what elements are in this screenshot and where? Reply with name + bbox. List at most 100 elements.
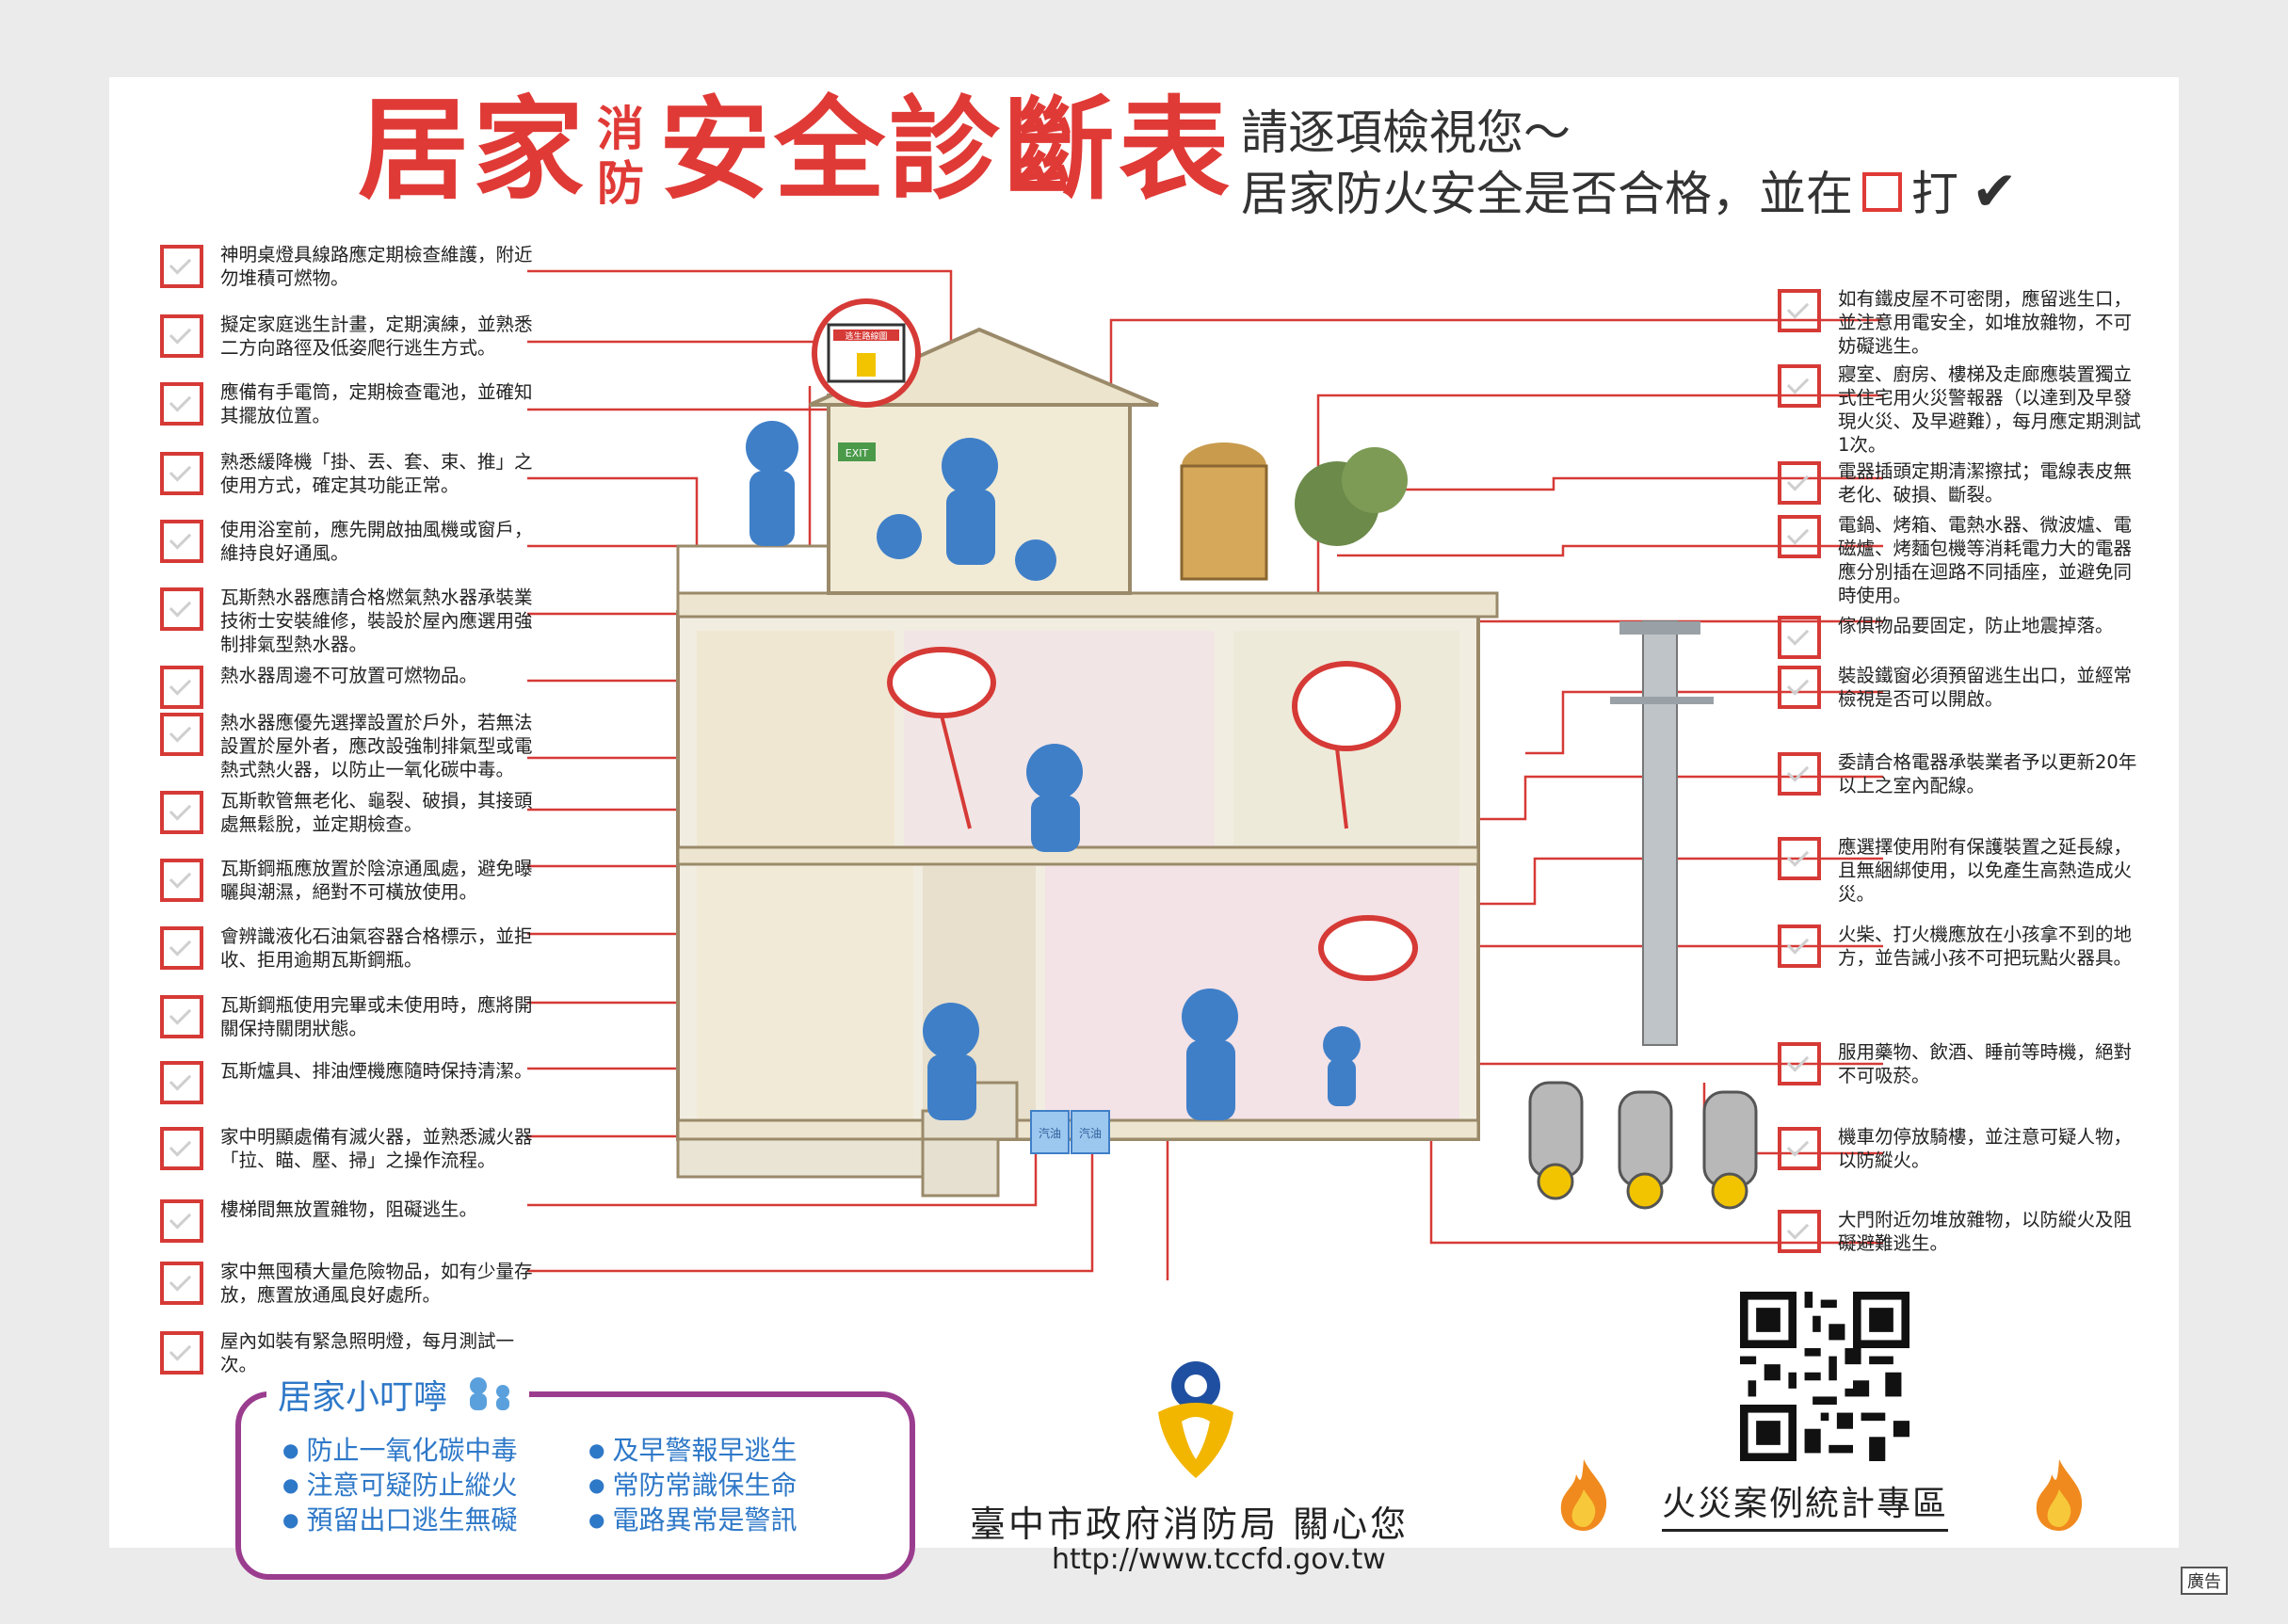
checklist-item[interactable]: 傢俱物品要固定，防止地震掉落。	[1778, 614, 2149, 659]
checkbox[interactable]	[160, 666, 203, 709]
house-illustration: 逃生路線圖 EXIT 汽油 汽油	[527, 269, 1883, 1280]
checklist-item[interactable]: 使用浴室前，應先開啟抽風機或窗戶，維持良好通風。	[160, 518, 545, 565]
item-text: 委請合格電器承裝業者予以更新20年以上之室內配線。	[1838, 751, 2137, 796]
checklist-item[interactable]: 電鍋、烤箱、電熱水器、微波爐、電磁爐、烤麵包機等消耗電力大的電器應分別插在迴路不…	[1778, 513, 2149, 607]
checklist-item[interactable]: 服用藥物、飲酒、睡前等時機，絕對不可吸菸。	[1778, 1040, 2149, 1087]
bucket-label-1: 汽油	[1039, 1126, 1061, 1140]
checkbox[interactable]	[160, 245, 203, 288]
checklist-item[interactable]: 瓦斯軟管無老化、龜裂、破損，其接頭處無鬆脫，並定期檢查。	[160, 789, 545, 836]
checkbox[interactable]	[1778, 616, 1821, 659]
checklist-item[interactable]: 應備有手電筒，定期檢查電池，並確知其擺放位置。	[160, 380, 545, 427]
checkbox[interactable]	[160, 382, 203, 426]
checkbox[interactable]	[1778, 752, 1821, 796]
item-text: 屋內如裝有緊急照明燈，每月測試一次。	[220, 1330, 515, 1375]
exit-sign	[838, 442, 876, 461]
tip-text: 預留出口逃生無礙	[306, 1504, 518, 1536]
checklist-item[interactable]: 屋內如裝有緊急照明燈，每月測試一次。	[160, 1329, 545, 1376]
item-text: 應備有手電筒，定期檢查電池，並確知其擺放位置。	[220, 381, 533, 426]
checklist-item[interactable]: 如有鐵皮屋不可密閉，應留逃生口，並注意用電安全，如堆放雜物，不可妨礙逃生。	[1778, 287, 2149, 358]
checkbox[interactable]	[1778, 1210, 1821, 1253]
checkbox[interactable]	[1778, 461, 1821, 505]
checkbox[interactable]	[1778, 1042, 1821, 1085]
checklist-item[interactable]: 寢室、廚房、樓梯及走廊應裝置獨立式住宅用火災警報器（以達到及早發現火災、及早避難…	[1778, 362, 2149, 457]
tip-item: ●常防常識保生命	[588, 1470, 798, 1501]
item-text: 熱水器應優先選擇設置於戶外，若無法設置於屋外者，應改設強制排氣型或電熱式熱火器，…	[220, 712, 533, 780]
checkbox[interactable]	[1778, 837, 1821, 880]
title-part1: 居家	[358, 84, 588, 215]
checklist-item[interactable]: 火柴、打火機應放在小孩拿不到的地方，並告誡小孩不可把玩點火器具。	[1778, 923, 2149, 970]
fire-stats-link[interactable]: 火災案例統計專區	[1662, 1476, 1949, 1532]
item-text: 傢俱物品要固定，防止地震掉落。	[1838, 615, 2114, 636]
checkbox[interactable]	[160, 1127, 203, 1170]
item-text: 如有鐵皮屋不可密閉，應留逃生口，並注意用電安全，如堆放雜物，不可妨礙逃生。	[1838, 288, 2133, 357]
title-small-text: 消防	[597, 101, 644, 211]
checklist-item[interactable]: 瓦斯鋼瓶應放置於陰涼通風處，避免曝曬與潮濕，絕對不可橫放使用。	[160, 857, 545, 904]
checkbox[interactable]	[1778, 666, 1821, 709]
checkbox[interactable]	[160, 520, 203, 563]
checkbox[interactable]	[160, 314, 203, 358]
checkbox[interactable]	[160, 452, 203, 495]
checklist-item[interactable]: 神明桌燈具線路應定期檢查維護，附近勿堆積可燃物。	[160, 243, 545, 290]
item-text: 瓦斯熱水器應請合格燃氣熱水器承裝業技術士安裝維修，裝設於屋內應選用強制排氣型熱水…	[220, 587, 533, 655]
checkbox[interactable]	[160, 859, 203, 902]
website-link[interactable]: http://www.tccfd.gov.tw	[1052, 1543, 1386, 1576]
item-text: 火柴、打火機應放在小孩拿不到的地方，並告誡小孩不可把玩點火器具。	[1838, 924, 2133, 969]
item-text: 電器插頭定期清潔擦拭；電線表皮無老化、破損、斷裂。	[1838, 460, 2133, 506]
subtitle-line2-post: 打	[1911, 167, 1958, 221]
checkbox[interactable]	[1778, 364, 1821, 408]
checklist-item[interactable]: 瓦斯鋼瓶使用完畢或未使用時，應將開關保持關閉狀態。	[160, 993, 545, 1040]
item-text: 會辨識液化石油氣容器合格標示，並拒收、拒用逾期瓦斯鋼瓶。	[220, 925, 533, 971]
checklist-item[interactable]: 瓦斯爐具、排油煙機應隨時保持清潔。	[160, 1059, 545, 1104]
tip-item: ●注意可疑防止縱火	[282, 1470, 518, 1501]
checklist-item[interactable]: 機車勿停放騎樓，並注意可疑人物，以防縱火。	[1778, 1125, 2149, 1172]
tip-text: 防止一氧化碳中毒	[306, 1435, 518, 1466]
item-text: 應選擇使用附有保護裝置之延長線，且無綑綁使用，以免產生高熱造成火災。	[1838, 836, 2133, 905]
checklist-item[interactable]: 熱水器應優先選擇設置於戶外，若無法設置於屋外者，應改設強制排氣型或電熱式熱火器，…	[160, 711, 545, 781]
checkbox[interactable]	[160, 1262, 203, 1305]
checklist-item[interactable]: 擬定家庭逃生計畫，定期演練，並熟悉二方向路徑及低姿爬行逃生方式。	[160, 313, 545, 360]
rooftop-objects	[1180, 442, 1408, 581]
checkbox[interactable]	[1778, 1127, 1821, 1170]
item-text: 熱水器周邊不可放置可燃物品。	[220, 665, 478, 686]
checklist-item[interactable]: 家中無囤積大量危險物品，如有少量存放，應置放通風良好處所。	[160, 1260, 545, 1307]
subtitle-line1: 請逐項檢視您～	[1241, 105, 1571, 160]
checklist-item[interactable]: 樓梯間無放置雜物，阻礙逃生。	[160, 1198, 545, 1243]
fire-icon	[2036, 1459, 2083, 1531]
fire-department-logo	[1158, 1361, 1233, 1478]
checklist-item[interactable]: 應選擇使用附有保護裝置之延長線，且無綑綁使用，以免產生高熱造成火災。	[1778, 835, 2149, 906]
checklist-item[interactable]: 會辨識液化石油氣容器合格標示，並拒收、拒用逾期瓦斯鋼瓶。	[160, 925, 545, 972]
checklist-item[interactable]: 熱水器周邊不可放置可燃物品。	[160, 664, 545, 709]
checklist-item[interactable]: 熟悉緩降機「掛、丟、套、束、推」之使用方式，確定其功能正常。	[160, 450, 545, 497]
checkmark-icon: ✔	[1972, 159, 2018, 223]
checkbox[interactable]	[160, 926, 203, 970]
checkbox[interactable]	[160, 1199, 203, 1243]
checkbox[interactable]	[160, 1061, 203, 1104]
escape-sign-text: 逃生路線圖	[845, 330, 887, 342]
exit-sign-text: EXIT	[846, 447, 869, 459]
item-text: 神明桌燈具線路應定期檢查維護，附近勿堆積可燃物。	[220, 244, 533, 289]
item-text: 大門附近勿堆放雜物，以防縱火及阻礙避難逃生。	[1838, 1209, 2133, 1254]
subtitle: 請逐項檢視您～ 居家防火安全是否合格，並在 打 ✔	[1241, 104, 2018, 223]
tip-text: 及早警報早逃生	[612, 1435, 798, 1466]
checkbox[interactable]	[1778, 289, 1821, 332]
checkbox[interactable]	[1778, 925, 1821, 968]
item-text: 使用浴室前，應先開啟抽風機或窗戶，維持良好通風。	[220, 519, 533, 564]
checkbox[interactable]	[1778, 515, 1821, 558]
tip-item: ●防止一氧化碳中毒	[282, 1435, 518, 1466]
checkbox[interactable]	[160, 1331, 203, 1375]
fire-icon	[1560, 1459, 1607, 1531]
checkbox[interactable]	[160, 995, 203, 1038]
checklist-item[interactable]: 電器插頭定期清潔擦拭；電線表皮無老化、破損、斷裂。	[1778, 459, 2149, 506]
checkbox[interactable]	[160, 587, 203, 631]
tip-text: 常防常識保生命	[612, 1470, 798, 1501]
checkbox[interactable]	[160, 791, 203, 834]
subtitle-line2-pre: 居家防火安全是否合格，並在	[1241, 167, 1853, 221]
checklist-item[interactable]: 委請合格電器承裝業者予以更新20年以上之室內配線。	[1778, 750, 2149, 797]
checklist-item[interactable]: 裝設鐵窗必須預留逃生出口，並經常檢視是否可以開啟。	[1778, 664, 2149, 711]
checklist-item[interactable]: 家中明顯處備有滅火器，並熟悉滅火器「拉、瞄、壓、掃」之操作流程。	[160, 1125, 545, 1172]
checkbox[interactable]	[160, 713, 203, 756]
checklist-item[interactable]: 大門附近勿堆放雜物，以防縱火及阻礙避難逃生。	[1778, 1208, 2149, 1255]
qr-code[interactable]	[1740, 1292, 1909, 1461]
item-text: 寢室、廚房、樓梯及走廊應裝置獨立式住宅用火災警報器（以達到及早發現火災、及早避難…	[1838, 363, 2141, 456]
checklist-item[interactable]: 瓦斯熱水器應請合格燃氣熱水器承裝業技術士安裝維修，裝設於屋內應選用強制排氣型熱水…	[160, 586, 545, 656]
